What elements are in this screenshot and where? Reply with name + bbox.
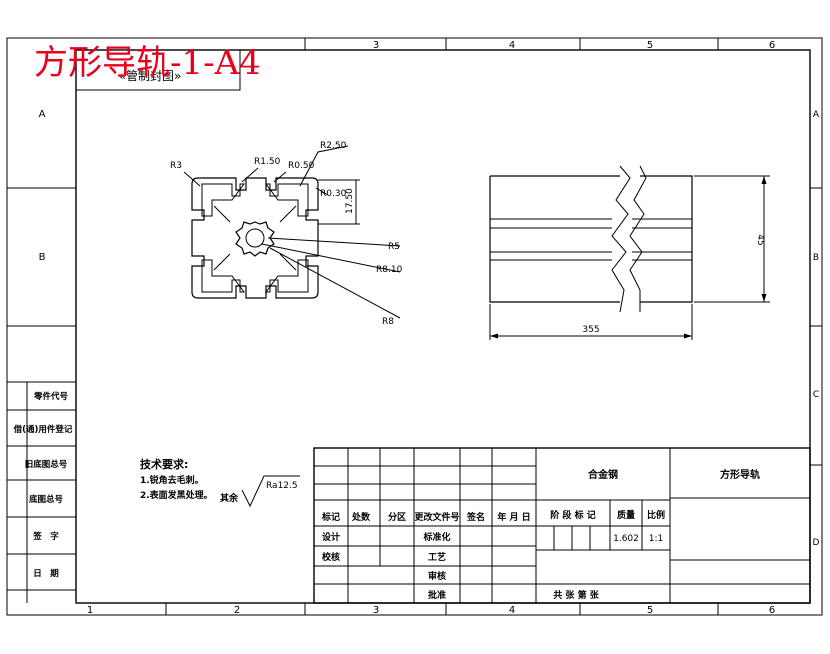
tb-header-mark: 标记	[321, 511, 340, 523]
stamp-label: «管制封图»	[119, 68, 182, 83]
label-r8: R8	[382, 317, 394, 327]
tb-role-approve: 批准	[428, 589, 446, 601]
label-r8-10: R8.10	[376, 265, 403, 275]
tb-header-date: 年 月 日	[497, 511, 530, 523]
tb-role-standard: 标准化	[422, 531, 450, 543]
tb-role-check: 校核	[322, 551, 340, 563]
tb-stage-mark: 阶 段 标 记	[550, 509, 595, 521]
zone-top-3: 3	[373, 40, 379, 51]
side-panel-borrowed-part: 借(通)用件登记	[13, 424, 73, 435]
tb-header-sign: 签名	[466, 511, 485, 523]
zone-right-d: D	[813, 538, 820, 548]
roughness-prefix: 其余	[220, 492, 239, 504]
tb-sheet-info: 共 张 第 张	[553, 589, 599, 601]
stamp-box	[75, 49, 241, 91]
side-panel-signature: 签 字	[32, 531, 59, 542]
tb-material: 合金钢	[587, 468, 618, 481]
sheet-title: 方形导轨-1-A4	[34, 43, 261, 83]
side-panel-date: 日 期	[33, 568, 59, 579]
dim-height: 45	[755, 234, 765, 245]
zone-left-b: B	[39, 252, 46, 263]
dim-length: 355	[582, 325, 599, 335]
tb-header-zone: 分区	[388, 511, 406, 523]
tech-requirements: 技术要求: 1.锐角去毛刺。 2.表面发黑处理。 其余 Ra12.5	[140, 457, 300, 508]
zone-bottom-2: 2	[234, 605, 240, 616]
label-r3: R3	[170, 161, 182, 171]
title-block: 标记 处数 分区 更改文件号 签名 年 月 日 设计 校核 标准化 工艺 审核 …	[313, 447, 811, 604]
zone-right-b: B	[813, 253, 819, 263]
tb-part-name: 方形导轨	[720, 468, 760, 481]
zone-bottom-1: 1	[87, 605, 93, 616]
zone-right-c: C	[813, 390, 819, 400]
tb-scale-value: 1:1	[649, 534, 663, 544]
label-r1-50: R1.50	[254, 157, 281, 167]
zone-right-a: A	[813, 110, 820, 120]
tb-header-count: 处数	[351, 511, 371, 523]
zone-bottom-6: 6	[769, 605, 775, 616]
tech-line-2: 2.表面发黑处理。	[140, 489, 213, 501]
tb-role-review: 审核	[428, 570, 446, 582]
rail-side-view	[489, 165, 693, 313]
bottom-zone-strip: 1 2 3 4 5 6	[87, 603, 775, 616]
label-r0-50: R0.50	[288, 161, 315, 171]
tb-role-design: 设计	[322, 531, 340, 543]
label-r5: R5	[388, 242, 400, 252]
section-annotations: R3 R1.50 R0.50 R2.50 R0.30 17.50 R5 R8.1…	[170, 141, 403, 327]
label-r0-30: R0.30	[320, 189, 347, 199]
tech-line-1: 1.锐角去毛刺。	[140, 474, 204, 486]
tb-role-process: 工艺	[428, 551, 446, 563]
side-panel: 零件代号 借(通)用件登记 旧底图总号 底图总号 签 字 日 期	[7, 382, 76, 603]
zone-bottom-5: 5	[647, 605, 653, 616]
tech-title: 技术要求:	[140, 457, 188, 471]
side-panel-part-code: 零件代号	[33, 391, 69, 402]
tb-mass-value: 1.602	[613, 534, 639, 544]
roughness-value: Ra12.5	[266, 481, 298, 491]
zone-left-a: A	[39, 109, 46, 120]
tb-mass-label: 质量	[617, 509, 635, 521]
roughness-symbol	[241, 475, 300, 508]
side-panel-old-master: 旧底图总号	[25, 459, 68, 470]
zone-top-5: 5	[647, 40, 653, 51]
side-panel-master-no: 底图总号	[29, 494, 64, 505]
label-17-50: 17.50	[345, 188, 355, 214]
tb-header-change-doc: 更改文件号	[414, 511, 459, 523]
zone-top-4: 4	[509, 40, 515, 51]
profile-section	[191, 177, 319, 299]
zone-top-6: 6	[769, 40, 775, 51]
right-zone-strip: A B C D	[810, 110, 822, 548]
top-zone-strip: 3 4 5 6	[304, 38, 775, 51]
zone-bottom-4: 4	[509, 605, 515, 616]
left-zone-strip: A B	[7, 109, 76, 383]
tb-scale-label: 比例	[647, 509, 665, 521]
zone-bottom-3: 3	[373, 605, 379, 616]
rail-dimensions: 355 45	[489, 175, 770, 340]
label-r2-50: R2.50	[320, 141, 347, 151]
